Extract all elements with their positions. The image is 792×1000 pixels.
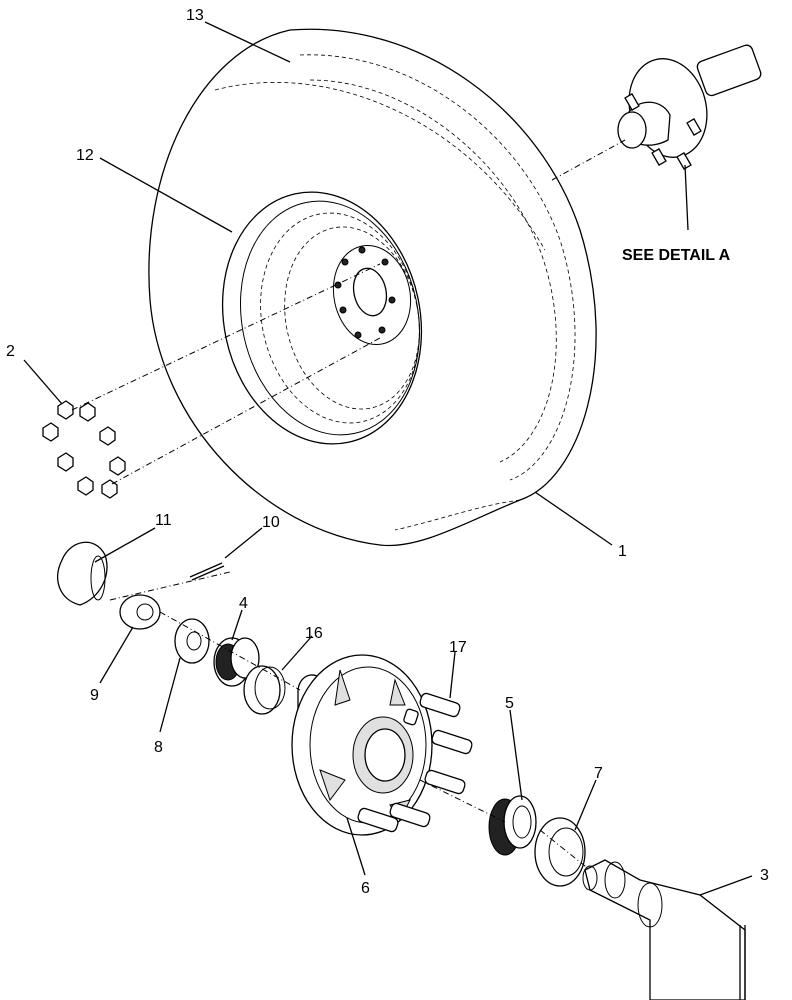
callout-6: 6 <box>361 880 370 897</box>
callout-8: 8 <box>154 739 163 756</box>
callout-16: 16 <box>305 625 323 642</box>
bearing-cup <box>243 665 286 715</box>
leader-lines <box>23 21 753 896</box>
callout-labels: 13 12 2 1 11 10 9 8 4 16 17 5 7 6 3 SEE … <box>6 7 769 897</box>
lug-nuts <box>42 400 126 499</box>
callout-2: 2 <box>6 343 15 360</box>
castle-nut <box>119 594 161 630</box>
outer-bearing <box>213 637 260 687</box>
dust-cap <box>57 541 108 606</box>
inner-bearing <box>488 795 537 856</box>
callout-7: 7 <box>594 765 603 782</box>
callout-1: 1 <box>618 543 627 560</box>
callout-9: 9 <box>90 687 99 704</box>
wheel-rim <box>221 191 423 445</box>
callout-4: 4 <box>239 595 248 612</box>
callout-11: 11 <box>155 512 172 529</box>
callout-10: 10 <box>262 514 280 531</box>
callout-3: 3 <box>760 867 769 884</box>
assembly-centerlines <box>71 139 626 871</box>
callout-12: 12 <box>76 147 94 164</box>
detail-a-hub-assembly <box>617 44 762 170</box>
seal <box>534 817 586 887</box>
cotter-pin <box>189 562 225 581</box>
hub <box>291 654 433 836</box>
wheel-bolts <box>357 692 473 833</box>
spindle <box>582 859 746 1000</box>
callout-17: 17 <box>449 639 467 656</box>
detail-reference-label: SEE DETAIL A <box>622 247 731 264</box>
washer <box>174 618 210 664</box>
callout-5: 5 <box>505 695 514 712</box>
callout-13: 13 <box>186 7 204 24</box>
